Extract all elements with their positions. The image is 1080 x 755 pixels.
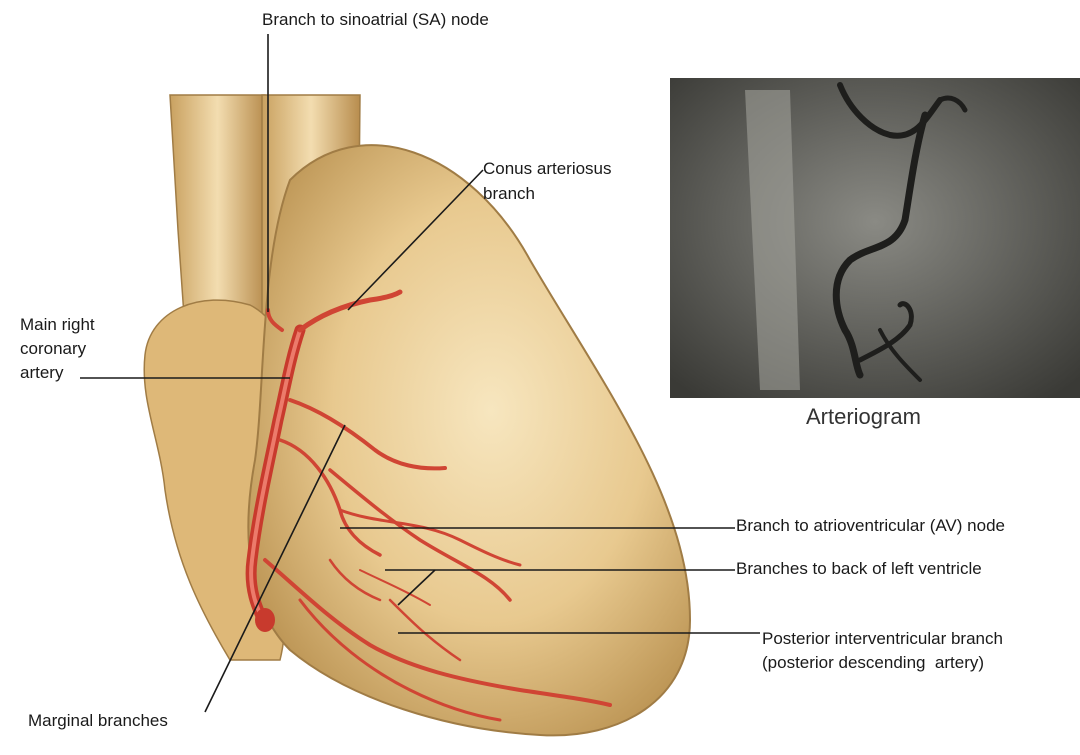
label-marginal: Marginal branches [28, 710, 168, 732]
label-main-right-line2: coronary [20, 338, 86, 360]
label-back-lv: Branches to back of left ventricle [736, 558, 982, 580]
label-main-right-line3: artery [20, 362, 63, 384]
label-conus-line1: Conus arteriosus [483, 158, 612, 180]
label-sa-node: Branch to sinoatrial (SA) node [262, 9, 489, 31]
label-conus-line2: branch [483, 183, 535, 205]
label-av-node: Branch to atrioventricular (AV) node [736, 515, 1005, 537]
heart-body [248, 145, 690, 735]
label-posterior-line1: Posterior interventricular branch [762, 628, 1003, 650]
arteriogram-caption: Arteriogram [806, 406, 921, 428]
label-main-right-line1: Main right [20, 314, 95, 336]
label-posterior-line2: (posterior descending artery) [762, 652, 984, 674]
